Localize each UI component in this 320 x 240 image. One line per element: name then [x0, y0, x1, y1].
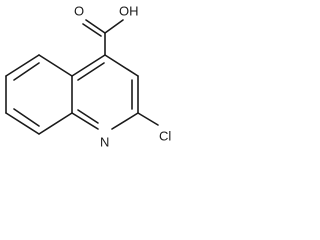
bond-c5-c6	[5, 54, 40, 77]
bond-c2-n1	[111, 112, 139, 130]
bond-c5-c6-inner	[13, 62, 40, 81]
structure-diagram: OH O N Cl	[5, 3, 171, 149]
bond-c2-cl	[137, 112, 159, 126]
carbonyl-oxygen-label: O	[74, 3, 84, 18]
bond-carboxyl-oh	[104, 19, 124, 34]
bond-c4-c3	[104, 54, 139, 77]
bond-c8-c8a	[38, 112, 73, 135]
ring-nitrogen-label: N	[100, 134, 109, 149]
bond-c7-c8-inner	[13, 108, 40, 127]
bond-carbonyl-outer	[85, 19, 106, 34]
bond-carbonyl-inner	[82, 23, 102, 37]
bond-n1-c8a	[71, 112, 99, 130]
bond-n1-c8a-inner	[77, 109, 99, 124]
bond-c4a-c5	[38, 54, 73, 77]
hydroxyl-label: OH	[119, 3, 139, 18]
bond-c4a-c4-inner	[77, 62, 105, 81]
bond-c4a-c4	[71, 54, 106, 77]
chlorine-label: Cl	[159, 128, 171, 143]
bond-c7-c8	[5, 112, 40, 135]
